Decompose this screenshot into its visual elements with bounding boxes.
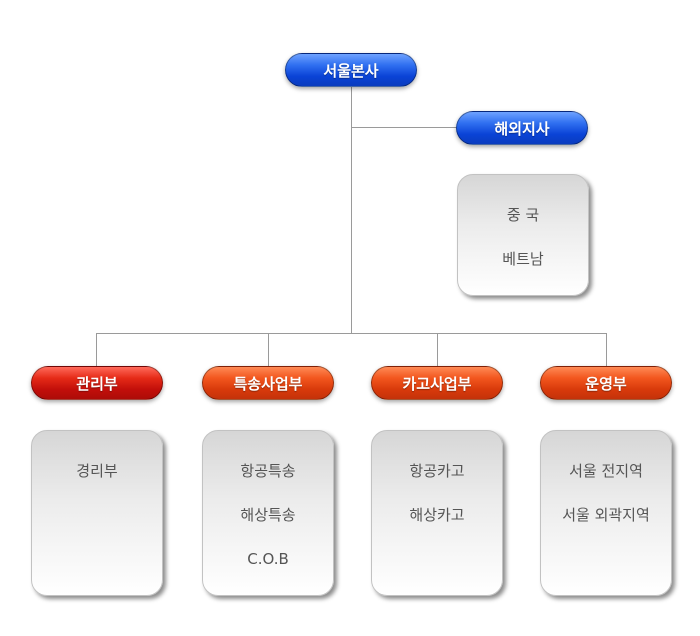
department-operations-node: 운영부	[540, 366, 672, 400]
overseas-branch-box: 중 국 베트남	[457, 174, 589, 296]
connector-cargo	[437, 333, 438, 366]
connector-management	[96, 333, 97, 366]
department-express-node: 특송사업부	[202, 366, 334, 400]
department-cargo-label: 카고사업부	[402, 374, 472, 393]
operations-item-seoul-outskirts: 서울 외곽지역	[562, 506, 650, 524]
connector-hq-vertical	[351, 86, 352, 334]
department-operations-box: 서울 전지역 서울 외곽지역	[540, 430, 672, 596]
connector-express	[268, 333, 269, 366]
department-cargo-box: 항공카고 해상카고	[371, 430, 503, 596]
connector-departments-horizontal	[96, 333, 606, 334]
headquarters-node: 서울본사	[285, 53, 417, 87]
department-express-label: 특송사업부	[233, 374, 303, 393]
overseas-item-vietnam: 베트남	[502, 250, 544, 268]
express-item-cob: C.O.B	[247, 550, 289, 568]
department-express-box: 항공특송 해상특송 C.O.B	[202, 430, 334, 596]
express-item-air: 항공특송	[240, 462, 296, 480]
operations-item-seoul-all: 서울 전지역	[569, 462, 643, 480]
connector-operations	[606, 333, 607, 366]
management-item-accounting: 경리부	[76, 462, 118, 480]
cargo-item-air: 항공카고	[409, 462, 465, 480]
department-cargo-node: 카고사업부	[371, 366, 503, 400]
department-management-label: 관리부	[76, 374, 118, 393]
connector-overseas-branch	[351, 127, 457, 128]
overseas-branch-node: 해외지사	[456, 111, 588, 145]
express-item-sea: 해상특송	[240, 506, 296, 524]
overseas-branch-label: 해외지사	[494, 119, 550, 138]
department-operations-label: 운영부	[585, 374, 627, 393]
overseas-item-china: 중 국	[506, 206, 540, 224]
department-management-box: 경리부	[31, 430, 163, 596]
cargo-item-sea: 해상카고	[409, 506, 465, 524]
headquarters-label: 서울본사	[323, 61, 379, 80]
department-management-node: 관리부	[31, 366, 163, 400]
